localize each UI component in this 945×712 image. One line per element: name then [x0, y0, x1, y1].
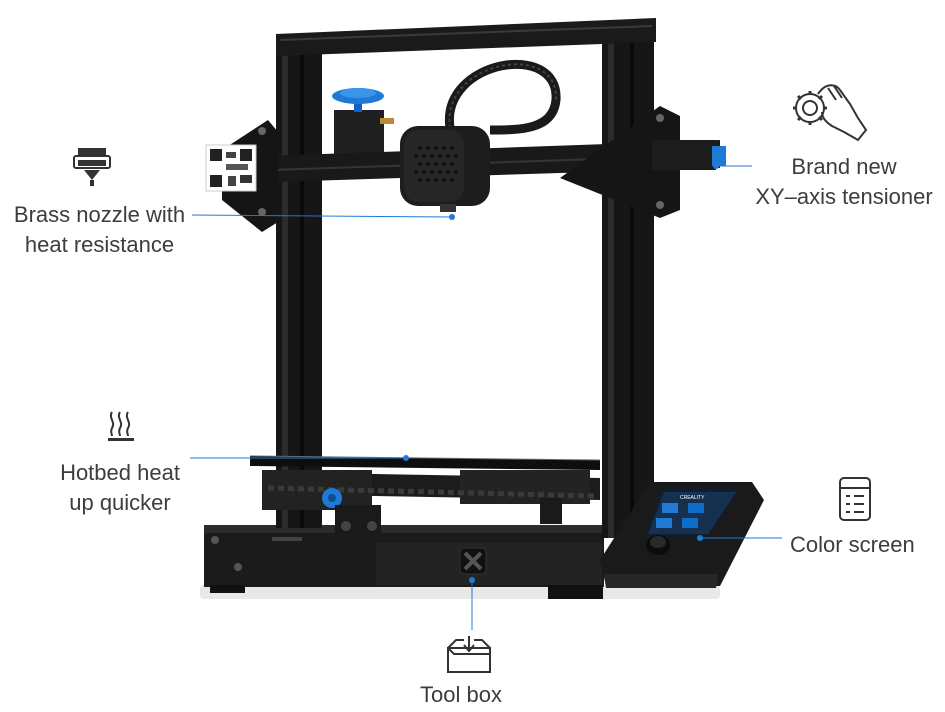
- toolbox-lid: [459, 547, 487, 575]
- tensioner-callout-dot: [713, 163, 719, 169]
- toolbox-callout-dot: [469, 577, 475, 583]
- heat-waves-icon: [106, 408, 136, 444]
- screen-brand-text: CREALITY: [680, 495, 705, 501]
- nozzle-callout-line: [191, 214, 453, 218]
- nozzle-label-line2: heat resistance: [24, 232, 175, 257]
- tensioner-label-line2: XY–axis tensioner: [755, 184, 933, 209]
- hand-gear-icon: [788, 74, 870, 146]
- hotbed-label-line2: up quicker: [69, 490, 171, 515]
- nozzle-icon: [72, 146, 112, 188]
- qr-code-label: [205, 144, 257, 192]
- tensioner-label-line1: Brand new: [791, 154, 897, 179]
- hotend: [400, 126, 490, 212]
- nozzle-label-line1: Brass nozzle with: [13, 202, 186, 227]
- hotbed-label-line1: Hotbed heat: [60, 460, 180, 485]
- filament-tube: [445, 60, 561, 135]
- control-screen: CREALITY: [600, 482, 764, 588]
- frame-top-beam: [276, 18, 656, 56]
- extruder-motor: [332, 88, 394, 155]
- nozzle-feature-label: Brass nozzle with heat resistance: [2, 200, 197, 260]
- nozzle-callout-dot: [449, 214, 455, 220]
- callout-lines: [190, 165, 782, 630]
- print-bed: [249, 455, 601, 535]
- hotbed-callout-dot: [403, 455, 409, 461]
- toolbox-feature-label: Tool box: [420, 682, 502, 707]
- screen-feature-label: Color screen: [790, 532, 915, 557]
- screen-callout-dot: [697, 535, 703, 541]
- tensioner-feature-label: Brand new XY–axis tensioner: [744, 152, 944, 212]
- printer-base: [204, 525, 604, 599]
- box-arrow-icon: [442, 636, 496, 676]
- hotbed-feature-label: Hotbed heat up quicker: [40, 458, 200, 518]
- document-list-icon: [838, 476, 874, 524]
